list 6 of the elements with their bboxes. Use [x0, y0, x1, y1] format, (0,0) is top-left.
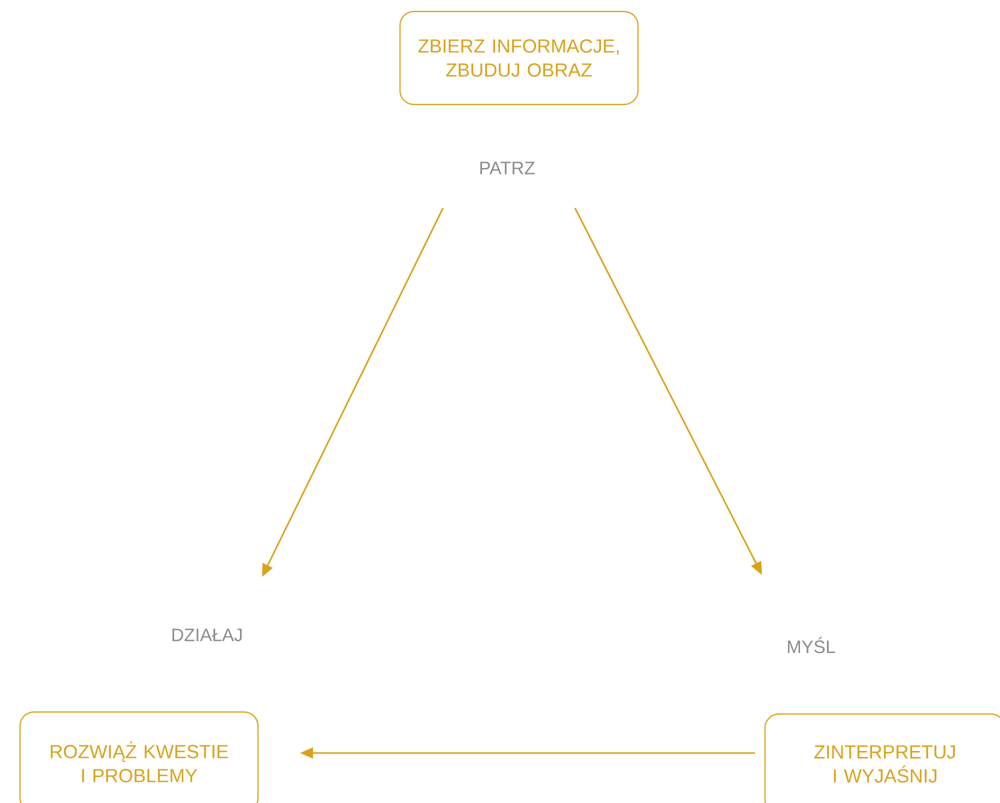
stage-label: MYŚL — [788, 636, 835, 654]
stage-label: PATRZ — [480, 162, 535, 174]
process-box: ZINTERPRETUJ I WYJAŚNIJ — [764, 713, 1000, 803]
process-box: ZBIERZ INFORMACJE, ZBUDUJ OBRAZ — [399, 10, 639, 106]
process-box: ROZWIĄŻ KWESTIE I PROBLEMY — [19, 711, 259, 803]
stage-label: DZIAŁAJ — [172, 628, 242, 642]
